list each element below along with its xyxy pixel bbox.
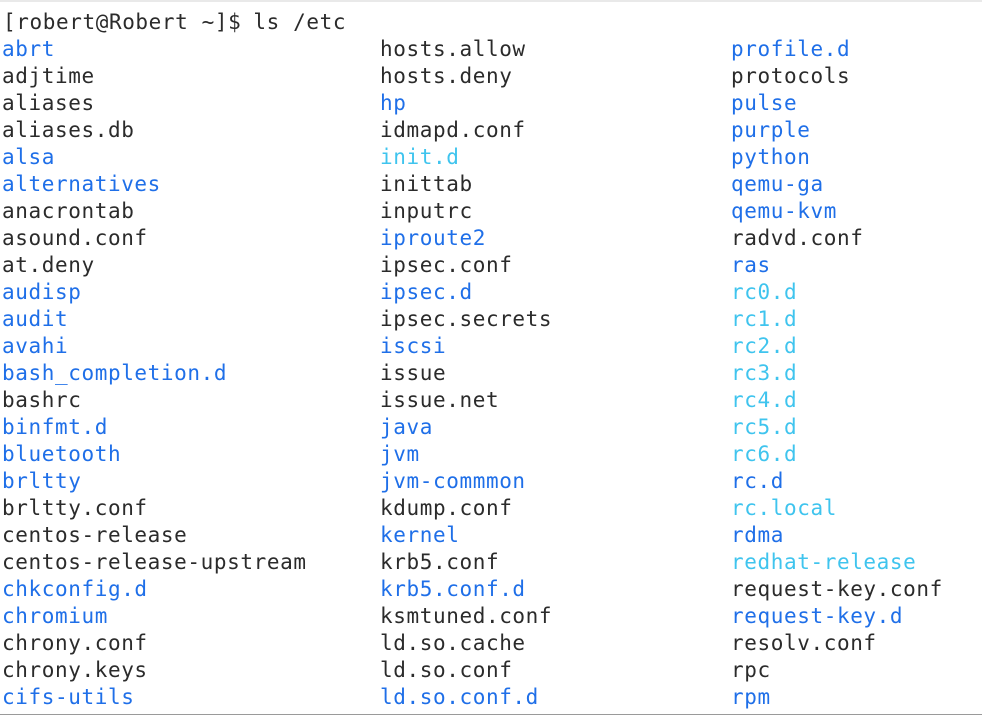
directory-entry: rdma bbox=[731, 523, 784, 547]
file-entry: centos-release bbox=[2, 523, 188, 547]
directory-entry: request-key.d bbox=[731, 604, 904, 628]
file-entry: adjtime bbox=[2, 64, 95, 88]
directory-entry: alternatives bbox=[2, 172, 161, 196]
directory-entry: python bbox=[731, 145, 811, 169]
directory-entry: krb5.conf.d bbox=[380, 577, 526, 601]
symlink-entry: rc2.d bbox=[731, 334, 798, 358]
file-entry: bashrc bbox=[2, 388, 82, 412]
symlink-entry: rc3.d bbox=[731, 361, 798, 385]
file-entry: ipsec.conf bbox=[380, 253, 513, 277]
file-entry: anacrontab bbox=[2, 199, 135, 223]
file-entry: ksmtuned.conf bbox=[380, 604, 553, 628]
directory-entry: java bbox=[380, 415, 433, 439]
file-entry: ipsec.secrets bbox=[380, 307, 553, 331]
prompt-line: [robert@Robert ~]$ ls /etc bbox=[3, 9, 346, 36]
directory-entry: ipsec.d bbox=[380, 280, 473, 304]
directory-entry: jvm bbox=[380, 442, 420, 466]
directory-entry: audit bbox=[2, 307, 69, 331]
file-entry: rpc bbox=[731, 658, 771, 682]
ls-column-1: abrt adjtime aliases aliases.db alsa alternat… bbox=[2, 36, 307, 711]
symlink-entry: init.d bbox=[380, 145, 460, 169]
directory-entry: alsa bbox=[2, 145, 55, 169]
directory-entry: iscsi bbox=[380, 334, 447, 358]
file-entry: ld.so.conf bbox=[380, 658, 513, 682]
file-entry: at.deny bbox=[2, 253, 95, 277]
file-entry: aliases bbox=[2, 91, 95, 115]
directory-entry: kernel bbox=[380, 523, 460, 547]
file-entry: inputrc bbox=[380, 199, 473, 223]
file-entry: resolv.conf bbox=[731, 631, 877, 655]
directory-entry: qemu-kvm bbox=[731, 199, 837, 223]
directory-entry: bluetooth bbox=[2, 442, 122, 466]
symlink-entry: rc5.d bbox=[731, 415, 798, 439]
file-entry: chrony.keys bbox=[2, 658, 148, 682]
ls-column-2: hosts.allow hosts.deny hp idmapd.conf init.d… bbox=[380, 36, 552, 711]
directory-entry: rc.d bbox=[731, 469, 784, 493]
directory-entry: rpm bbox=[731, 685, 771, 709]
file-entry: hosts.allow bbox=[380, 37, 526, 61]
symlink-entry: redhat-release bbox=[731, 550, 917, 574]
file-entry: centos-release-upstream bbox=[2, 550, 307, 574]
bottom-divider bbox=[0, 714, 982, 715]
symlink-entry: rc4.d bbox=[731, 388, 798, 412]
shell-prompt: [robert@Robert ~]$ bbox=[3, 10, 242, 34]
directory-entry: purple bbox=[731, 118, 811, 142]
directory-entry: pulse bbox=[731, 91, 798, 115]
directory-entry: avahi bbox=[2, 334, 69, 358]
directory-entry: profile.d bbox=[731, 37, 851, 61]
ls-column-3: profile.d protocols pulse purple python qemu-… bbox=[731, 36, 943, 711]
top-divider bbox=[0, 0, 982, 2]
file-entry: issue.net bbox=[380, 388, 500, 412]
file-entry: issue bbox=[380, 361, 447, 385]
file-entry: request-key.conf bbox=[731, 577, 943, 601]
symlink-entry: rc6.d bbox=[731, 442, 798, 466]
file-entry: inittab bbox=[380, 172, 473, 196]
directory-entry: binfmt.d bbox=[2, 415, 108, 439]
directory-entry: abrt bbox=[2, 37, 55, 61]
file-entry: radvd.conf bbox=[731, 226, 864, 250]
symlink-entry: rc.local bbox=[731, 496, 837, 520]
file-entry: idmapd.conf bbox=[380, 118, 526, 142]
file-entry: kdump.conf bbox=[380, 496, 513, 520]
file-entry: brltty.conf bbox=[2, 496, 148, 520]
directory-entry: brltty bbox=[2, 469, 82, 493]
file-entry: krb5.conf bbox=[380, 550, 500, 574]
directory-entry: ras bbox=[731, 253, 771, 277]
directory-entry: audisp bbox=[2, 280, 82, 304]
directory-entry: hp bbox=[380, 91, 407, 115]
file-entry: ld.so.cache bbox=[380, 631, 526, 655]
symlink-entry: rc1.d bbox=[731, 307, 798, 331]
file-entry: protocols bbox=[731, 64, 851, 88]
file-entry: hosts.deny bbox=[380, 64, 513, 88]
directory-entry: qemu-ga bbox=[731, 172, 824, 196]
directory-entry: chkconfig.d bbox=[2, 577, 148, 601]
directory-entry: cifs-utils bbox=[2, 685, 135, 709]
directory-entry: jvm-commmon bbox=[380, 469, 526, 493]
directory-entry: ld.so.conf.d bbox=[380, 685, 539, 709]
file-entry: aliases.db bbox=[2, 118, 135, 142]
directory-entry: chromium bbox=[2, 604, 108, 628]
symlink-entry: rc0.d bbox=[731, 280, 798, 304]
file-entry: asound.conf bbox=[2, 226, 148, 250]
command-text: ls /etc bbox=[253, 10, 347, 34]
directory-entry: iproute2 bbox=[380, 226, 486, 250]
directory-entry: bash_completion.d bbox=[2, 361, 228, 385]
file-entry: chrony.conf bbox=[2, 631, 148, 655]
